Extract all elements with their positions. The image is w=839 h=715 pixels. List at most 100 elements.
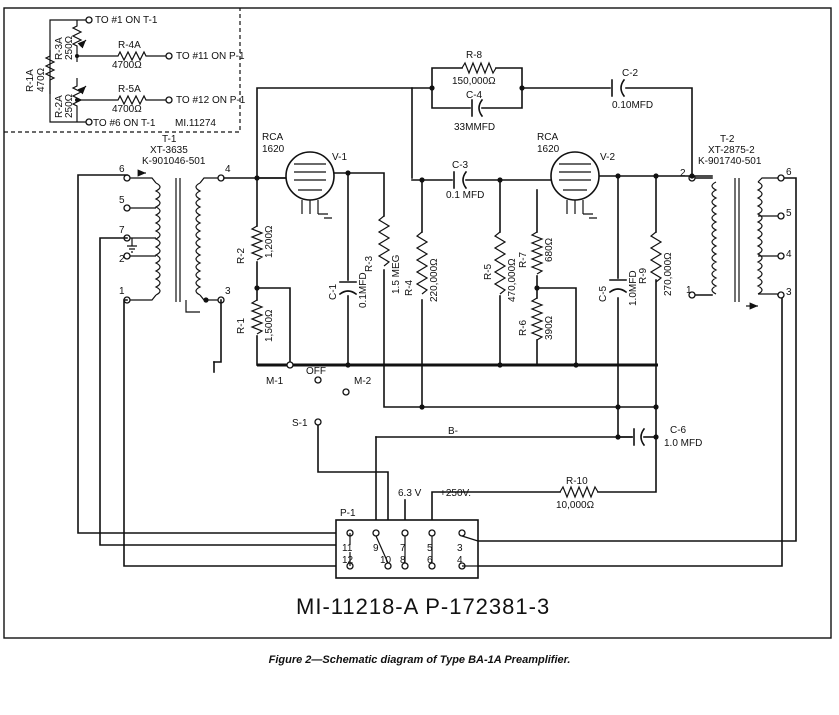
t1-ref: T-1	[162, 134, 177, 145]
c2-value: 0.10MFD	[612, 100, 653, 111]
r2-ref: R-2	[236, 247, 247, 264]
t1-part: XT-3635	[150, 145, 188, 156]
resistor-r6	[530, 297, 544, 341]
switch-s1: M-1 OFF M-2 S-1	[266, 361, 372, 429]
r10-ref: R-10	[566, 476, 588, 487]
v250-label: +250V.	[440, 488, 471, 499]
c3-value: 0.1 MFD	[446, 190, 484, 201]
inset-to6-label: TO #6 ON T-1	[93, 118, 156, 129]
r3a-ref: R-3A	[54, 37, 65, 60]
resistor-r5	[493, 231, 507, 295]
t1-pin-6: 6	[119, 164, 125, 175]
capacitor-c2	[611, 78, 626, 98]
diagram-border	[3, 7, 832, 639]
r3a-value: 250Ω	[64, 35, 75, 60]
c4-ref: C-4	[466, 90, 483, 101]
r1a-value: 470Ω	[36, 67, 47, 92]
t2-ref: T-2	[720, 134, 735, 145]
v2-type: 1620	[537, 144, 560, 155]
junctions	[203, 85, 695, 440]
p1-pin-9: 9	[373, 543, 379, 554]
capacitor-c5	[608, 279, 628, 294]
c3-ref: C-3	[452, 160, 469, 171]
r2a-ref: R-2A	[54, 95, 65, 118]
t2-pin-6: 6	[786, 167, 792, 178]
t1-pin-1: 1	[119, 286, 125, 297]
tube-v1: RCA 1620 V-1	[262, 132, 347, 219]
t1-pin-5: 5	[119, 195, 125, 206]
inset-to12-label: TO #12 ON P-1	[176, 95, 246, 106]
resistor-r1	[250, 299, 264, 335]
r2-value: 1,200Ω	[264, 225, 275, 258]
inset-to11-label: TO #11 ON P-1	[176, 51, 245, 62]
r5a-ref: R-5A	[118, 84, 141, 95]
resistor-r2	[250, 225, 264, 261]
capacitors: C-1 0.1MFD C-2 0.10MFD C-3 0.1 MFD C-4 3…	[328, 68, 702, 449]
t1-kpart: K-901046-501	[142, 156, 206, 167]
c1-ref: C-1	[328, 283, 339, 300]
inset-to1-label: TO #1 ON T-1	[95, 15, 158, 26]
p1-pin-11: 11	[342, 543, 353, 554]
r5-ref: R-5	[483, 263, 494, 280]
r8-value: 150,000Ω	[452, 76, 496, 87]
switch-off: OFF	[306, 366, 326, 377]
v1-ref: V-1	[332, 152, 347, 163]
capacitor-c6	[633, 427, 646, 447]
switch-m1: M-1	[266, 376, 284, 387]
p1-pin-12: 12	[342, 555, 354, 566]
c5-value: 1.0MFD	[628, 270, 639, 306]
switch-s1-ref: S-1	[292, 418, 308, 429]
c6-ref: C-6	[670, 425, 687, 436]
p1-pin-8: 8	[400, 555, 406, 566]
r5a-value: 4700Ω	[112, 104, 142, 115]
resistors: R-2 1,200Ω R-1 1,500Ω R-3 1.5 MEG R-4 22…	[236, 50, 674, 511]
circuit-wiring	[77, 67, 797, 567]
tube-v2: RCA 1620 V-2	[537, 132, 615, 219]
resistor-r3	[377, 215, 391, 267]
r4-ref: R-4	[404, 279, 415, 296]
t2-pin-2: 2	[680, 168, 686, 179]
t1-pin-3: 3	[225, 286, 231, 297]
r1a-ref: R-1A	[25, 69, 36, 92]
p1-pin-5: 5	[427, 543, 433, 554]
p1-pin-6: 6	[427, 555, 433, 566]
r9-value: 270,000Ω	[663, 252, 674, 296]
inset-network: TO #1 ON T-1 TO #11 ON P-1 TO #12 ON P-1…	[4, 8, 246, 133]
r4-value: 220,000Ω	[429, 258, 440, 302]
t2-part: XT-2875-2	[708, 145, 755, 156]
capacitor-c4	[471, 98, 484, 118]
transformer-t2: T-2 XT-2875-2 K-901740-501 2 1 6 5 4 3	[680, 134, 792, 310]
r1-value: 1,500Ω	[264, 309, 275, 342]
v1-type: 1620	[262, 144, 285, 155]
r9-ref: R-9	[638, 267, 649, 284]
resistor-r7	[530, 231, 544, 275]
r5-value: 470,000Ω	[507, 258, 518, 302]
t2-pin-3: 3	[786, 287, 792, 298]
c5-ref: C-5	[598, 285, 609, 302]
v1-make: RCA	[262, 132, 283, 143]
v2-ref: V-2	[600, 152, 615, 163]
p1-ref: P-1	[340, 508, 356, 519]
v2-make: RCA	[537, 132, 558, 143]
c4-value: 33MMFD	[454, 122, 495, 133]
r7-value: 680Ω	[544, 237, 555, 262]
resistor-r9	[649, 231, 663, 283]
p1-pin-3: 3	[457, 543, 463, 554]
r8-ref: R-8	[466, 50, 483, 61]
r3-ref: R-3	[364, 255, 375, 272]
t2-pin-5: 5	[786, 208, 792, 219]
c2-ref: C-2	[622, 68, 639, 79]
r10-value: 10,000Ω	[556, 500, 595, 511]
t2-pin-4: 4	[786, 249, 792, 260]
r1-ref: R-1	[236, 317, 247, 334]
r6-value: 390Ω	[544, 315, 555, 340]
capacitor-c3	[453, 170, 468, 190]
t1-pin-4: 4	[225, 164, 231, 175]
t1-pin-7: 7	[119, 225, 125, 236]
figure-caption: Figure 2—Schematic diagram of Type BA-1A…	[268, 654, 571, 666]
resistor-r4	[415, 231, 429, 295]
r3-value: 1.5 MEG	[391, 254, 402, 294]
inset-mi-label: MI.11274	[175, 118, 216, 129]
transformer-t1: T-1 XT-3635 K-901046-501 6 5 7 2 1 4 3	[119, 134, 231, 313]
